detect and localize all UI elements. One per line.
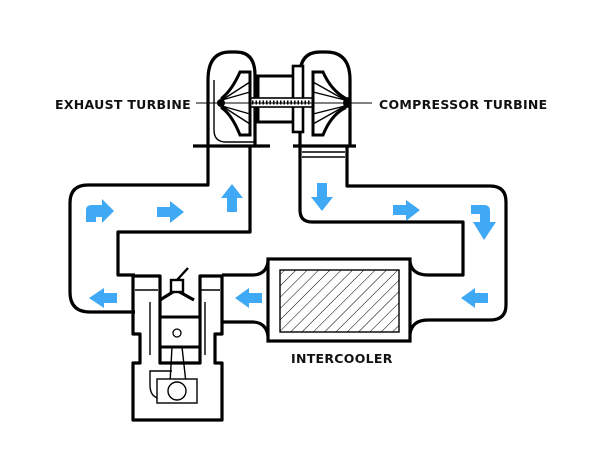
intercooler-label: INTERCOOLER xyxy=(291,351,393,366)
intercooler xyxy=(266,257,412,343)
arrow-up-icon xyxy=(221,184,243,212)
exhaust-turbine-label: EXHAUST TURBINE xyxy=(55,97,191,112)
arrow-right-icon xyxy=(393,200,420,221)
arrow-left-icon xyxy=(235,288,262,308)
arrow-left-icon xyxy=(461,288,488,308)
curved-arrow-right-icon xyxy=(86,199,114,223)
arrow-down-icon xyxy=(311,183,333,211)
intake-pipe xyxy=(298,145,508,335)
turbocharger xyxy=(193,50,372,148)
compressor-turbine-label: COMPRESSOR TURBINE xyxy=(379,97,548,112)
engine-cylinder xyxy=(131,267,224,422)
arrow-right-icon xyxy=(157,201,184,223)
curved-arrow-down-icon xyxy=(471,205,496,240)
flow-arrows xyxy=(86,183,496,308)
exhaust-pipe xyxy=(68,145,252,314)
arrow-left-icon xyxy=(89,288,117,308)
